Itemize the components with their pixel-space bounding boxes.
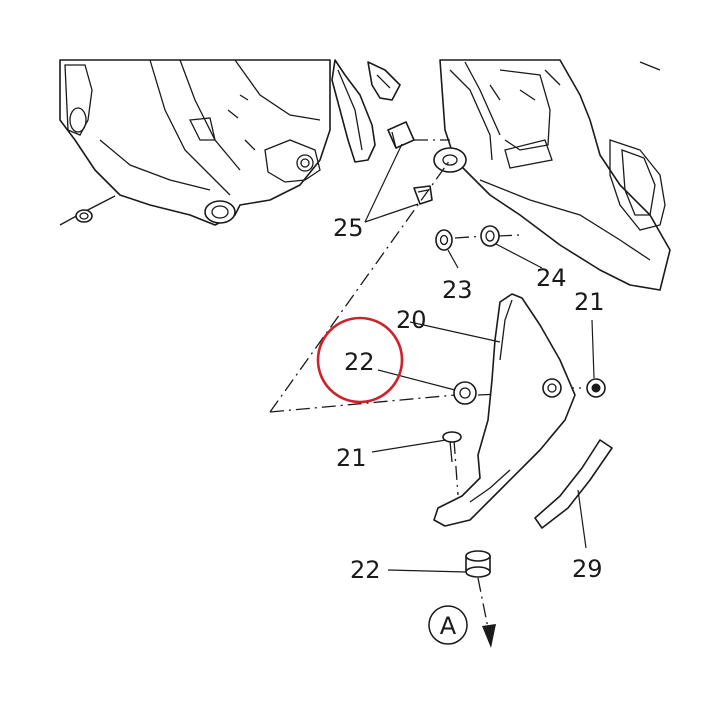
callout-29: 29 bbox=[572, 555, 603, 583]
part-29-strip: 29 bbox=[534, 439, 613, 583]
part-21-fastener-right: 21 bbox=[574, 288, 606, 398]
highlight-circle bbox=[316, 316, 404, 404]
callout-22-bottom: 22 bbox=[350, 556, 381, 584]
view-a-indicator: A bbox=[428, 577, 496, 648]
callout-25: 25 bbox=[333, 214, 364, 242]
part-20-cover: 20 bbox=[396, 293, 576, 527]
callout-21-mid: 21 bbox=[336, 444, 367, 472]
frame-assembly bbox=[59, 59, 331, 226]
callout-20: 20 bbox=[396, 306, 427, 334]
part-22-grommet-upper: 22 bbox=[316, 316, 477, 405]
callout-22-circled: 22 bbox=[344, 348, 375, 376]
callout-24: 24 bbox=[536, 264, 567, 292]
callout-23: 23 bbox=[442, 276, 473, 304]
part-22-grommet-lower: 22 bbox=[350, 550, 491, 584]
right-frame bbox=[433, 59, 671, 291]
center-bracket bbox=[331, 59, 415, 163]
part-21-screw-left: 21 bbox=[336, 431, 462, 472]
view-a-label: A bbox=[440, 612, 457, 640]
part-25-clip: 25 bbox=[333, 143, 433, 242]
part-23-nut: 23 bbox=[435, 229, 473, 304]
callout-21-top: 21 bbox=[574, 288, 605, 316]
part-24-washer: 24 bbox=[480, 225, 567, 292]
